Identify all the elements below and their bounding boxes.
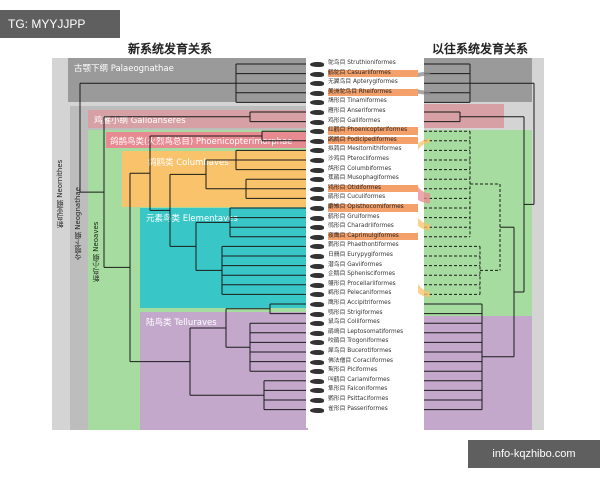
watermark-top: TG: MYYJJPP — [0, 10, 120, 38]
bird-silhouette-icon — [310, 282, 324, 288]
bird-silhouette-icon — [310, 206, 324, 211]
bird-silhouette-icon — [310, 119, 324, 125]
taxon-row: 咬鹃目 Trogoniformes — [328, 338, 389, 345]
taxon-row: 鸡形目 Galliformes — [328, 117, 381, 124]
bird-silhouette-icon — [310, 273, 324, 279]
bird-silhouette-icon — [310, 71, 324, 77]
taxon-row: 鹈形目 Pelecaniformes — [328, 290, 392, 297]
taxon-row: 鸨形目 Otidiformes — [328, 184, 418, 193]
bird-silhouette-icon — [310, 234, 324, 240]
taxon-row: 鸵鸟目 Struthioniformes — [328, 60, 396, 66]
taxon-row: 日鳽目 Eurypygiformes — [328, 252, 393, 258]
bird-silhouette-icon — [310, 62, 324, 67]
taxon-row: 沙鸡目 Pterocliformes — [328, 156, 389, 162]
taxon-row: 隼形目 Falconiformes — [328, 386, 388, 393]
bird-silhouette-icon — [310, 369, 324, 375]
bird-silhouette-icon — [310, 158, 324, 163]
bird-silhouette-icon — [310, 225, 324, 231]
taxon-row: 鹱形目 Procellariiformes — [328, 280, 396, 287]
bird-silhouette-icon — [310, 398, 324, 403]
taxon-row: 麝雉目 Opisthocomiformes — [328, 204, 418, 212]
taxon-row: 红鹳目 Phoenicopteriformes — [328, 127, 418, 135]
band-palaeognathae — [68, 58, 308, 102]
taxon-row: 企鹅目 Sphenisciformes — [328, 271, 396, 278]
label-columbaves: 鸽鸥类 Columbaves — [148, 158, 229, 168]
taxon-row: 鹤鸵目 Casuariiformes — [328, 69, 418, 78]
bird-silhouette-icon — [310, 215, 324, 221]
bird-silhouette-icon — [310, 330, 324, 336]
taxon-row: 鹤形目 Gruiformes — [328, 213, 380, 220]
taxon-row: 鹲形目 Phaethontiformes — [328, 242, 399, 249]
taxon-row: 犀鸟目 Bucerotiformes — [328, 348, 392, 354]
band-elementaves — [140, 208, 308, 308]
bird-silhouette-icon — [310, 196, 324, 202]
taxon-row: 䴕形目 Piciformes — [328, 367, 378, 374]
bird-silhouette-icon — [310, 378, 324, 384]
bird-silhouette-icon — [310, 388, 324, 394]
label-telluraves: 陆鸟类 Telluraves — [146, 318, 217, 328]
taxon-row: 佛法僧目 Coraciiformes — [328, 357, 394, 364]
label-phoenicopterimorphae: 鸽鹊鸟类(火烈鸟总目) Phoenicopterimorphae — [110, 137, 293, 147]
bird-silhouette-icon — [310, 167, 324, 173]
label-galloanseres: 鸡雁小纲 Galloanseres — [94, 116, 186, 126]
bird-silhouette-icon — [310, 129, 324, 135]
taxon-row: 雁形目 Anseriformes — [328, 108, 386, 114]
taxon-row: 鹦形目 Psittaciformes — [328, 396, 389, 402]
taxon-row: 鹃鴗目 Leptosomatiformes — [328, 328, 404, 335]
bird-silhouette-icon — [310, 340, 324, 346]
bird-silhouette-icon — [310, 350, 324, 355]
bird-silhouette-icon — [310, 244, 324, 250]
taxon-row: 夜鹰目 Caprimulgiformes — [328, 232, 418, 241]
bird-silhouette-icon — [310, 359, 324, 365]
taxon-row: 鸽形目 Columbiformes — [328, 165, 392, 172]
taxon-row: 鸻形目 Charadriiformes — [328, 223, 394, 230]
bird-silhouette-icon — [310, 263, 324, 269]
bird-silhouette-icon — [310, 254, 324, 259]
taxon-row: 䳍形目 Tinamiformes — [328, 98, 387, 105]
taxon-row: 鼠鸟目 Coliiformes — [328, 319, 380, 326]
heading-old-phylogeny: 以往系统发育关系 — [432, 42, 529, 56]
bird-silhouette-icon — [310, 311, 324, 317]
bird-silhouette-icon — [310, 81, 324, 87]
bird-silhouette-icon — [310, 110, 324, 115]
heading-new-phylogeny: 新系统发育关系 — [128, 42, 213, 56]
bird-silhouette-icon — [310, 138, 324, 144]
taxon-row: 鸮形目 Strigiformes — [328, 309, 383, 316]
band-galloanseres — [88, 110, 308, 128]
taxon-row: 䴙䴘目 Podicipediformes — [328, 136, 418, 145]
taxon-row: 无翼鸟目 Apterygiformes — [328, 79, 398, 86]
taxon-row: 美洲鸵鸟目 Rheiformes — [328, 88, 418, 97]
bird-silhouette-icon — [310, 100, 324, 106]
old-band-galloanseres — [424, 104, 504, 128]
taxon-row: 叫鹤目 Cariamiformes — [328, 376, 390, 383]
taxon-row: 雀形目 Passeriformes — [328, 405, 388, 412]
watermark-bottom: info-kqzhibo.com — [468, 440, 600, 468]
bird-silhouette-icon — [310, 148, 324, 154]
bird-silhouette-icon — [310, 292, 324, 298]
taxon-row: 潜鸟目 Gaviiformes — [328, 261, 383, 268]
bird-silhouette-icon — [310, 407, 324, 413]
bird-silhouette-icon — [310, 177, 324, 183]
bird-silhouette-icon — [310, 90, 324, 96]
taxon-row: 鹃形目 Cuculiformes — [328, 194, 386, 201]
bird-silhouette-icon — [310, 186, 324, 192]
label-elementaves: 元素鸟类 Elementaves — [146, 214, 238, 224]
bird-silhouette-icon — [310, 302, 324, 307]
taxon-row: 蕉鹃目 Musophagiformes — [328, 175, 399, 182]
old-band-palaeognathae — [424, 58, 532, 102]
taxon-row: 鹰形目 Accipitriformes — [328, 300, 391, 306]
taxon-row: 拟鹑目 Mesitornithiformes — [328, 146, 402, 153]
bird-silhouette-icon — [310, 321, 324, 327]
label-palaeognathae: 古颚下纲 Palaeognathae — [74, 64, 174, 74]
